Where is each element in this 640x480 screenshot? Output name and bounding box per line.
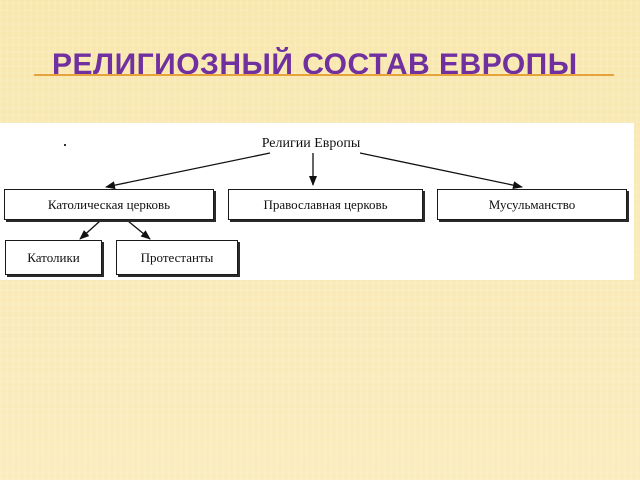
arrow-to-islam <box>359 152 523 190</box>
arrow-to-catholics <box>79 220 101 240</box>
title-underline <box>34 74 614 76</box>
religion-diagram: Религии Европы Католическая церковь Прав… <box>0 123 634 280</box>
connector-arrows <box>79 152 523 240</box>
node-islam: Мусульманство <box>437 189 627 220</box>
node-catholic-church: Католическая церковь <box>4 189 214 220</box>
node-catholics: Католики <box>5 240 102 275</box>
root-node-religions-of-europe: Религии Европы <box>261 136 361 151</box>
arrow-to-protestants <box>127 220 151 240</box>
slide-title: РЕЛИГИОЗНЫЙ СОСТАВ ЕВРОПЫ <box>52 48 578 81</box>
node-protestants: Протестанты <box>116 240 238 275</box>
node-orthodox-church: Православная церковь <box>228 189 423 220</box>
stray-dot <box>64 144 66 146</box>
arrow-to-catholic-church <box>105 152 271 190</box>
